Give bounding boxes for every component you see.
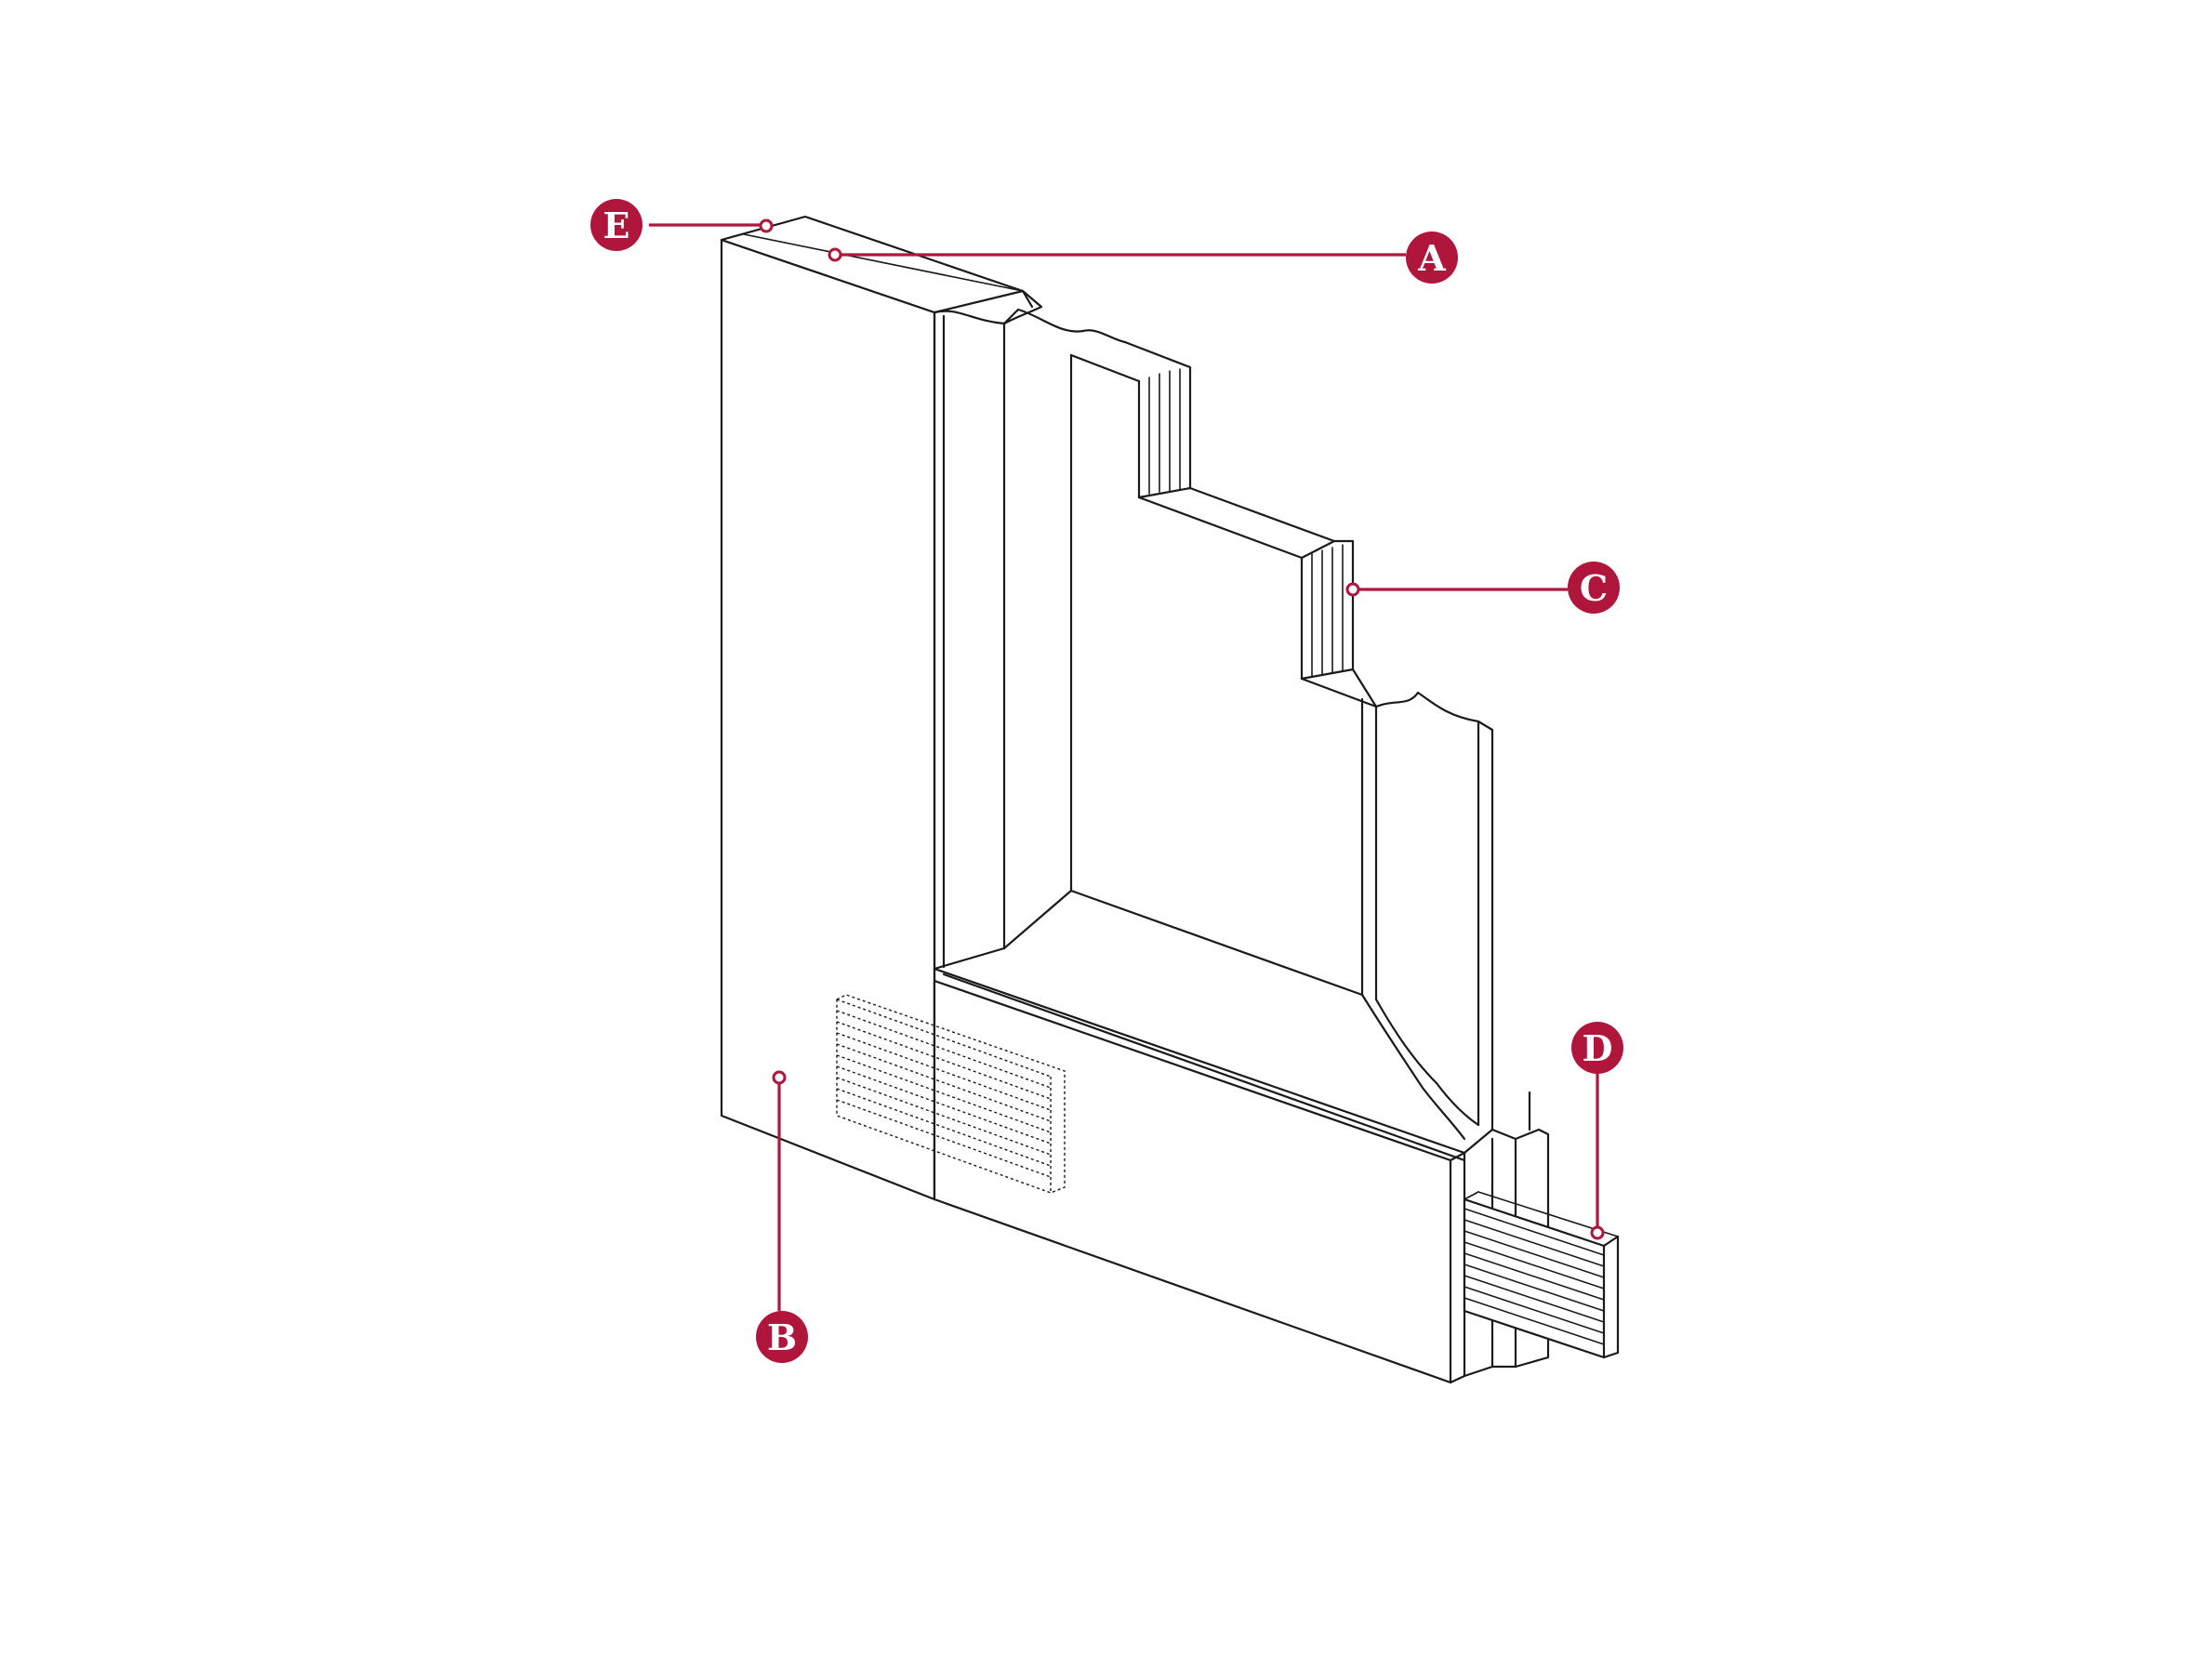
callout-layer: E A C D B <box>590 199 1623 1363</box>
callout-b-label: B <box>767 1316 797 1358</box>
callout-c-label: C <box>1580 567 1608 609</box>
callout-e-label: E <box>603 205 630 246</box>
door-right-rail <box>1360 697 1494 1141</box>
callout-a-anchor <box>828 247 842 262</box>
callout-a: A <box>828 231 1458 284</box>
callout-b-badge <box>756 1311 808 1363</box>
callout-c: C <box>1345 562 1620 614</box>
door-hidden-lock-block <box>836 994 1066 1194</box>
callout-d-label: D <box>1583 1027 1613 1069</box>
callout-b: B <box>756 1070 808 1363</box>
door-bottom-rail <box>933 946 1466 1384</box>
callout-e-badge <box>590 199 642 251</box>
callout-c-badge <box>1568 562 1620 614</box>
callout-c-anchor <box>1345 582 1360 597</box>
callout-a-badge <box>1406 231 1458 284</box>
callout-b-anchor <box>772 1070 787 1085</box>
callout-e-anchor <box>759 218 774 233</box>
callout-d: D <box>1571 1022 1623 1240</box>
callout-d-anchor <box>1590 1225 1605 1240</box>
callout-a-label: A <box>1417 237 1446 279</box>
callout-e: E <box>590 199 774 251</box>
door-stepped-core <box>1069 340 1494 732</box>
callout-d-badge <box>1571 1022 1623 1074</box>
door-layered-core <box>1463 1091 1620 1378</box>
